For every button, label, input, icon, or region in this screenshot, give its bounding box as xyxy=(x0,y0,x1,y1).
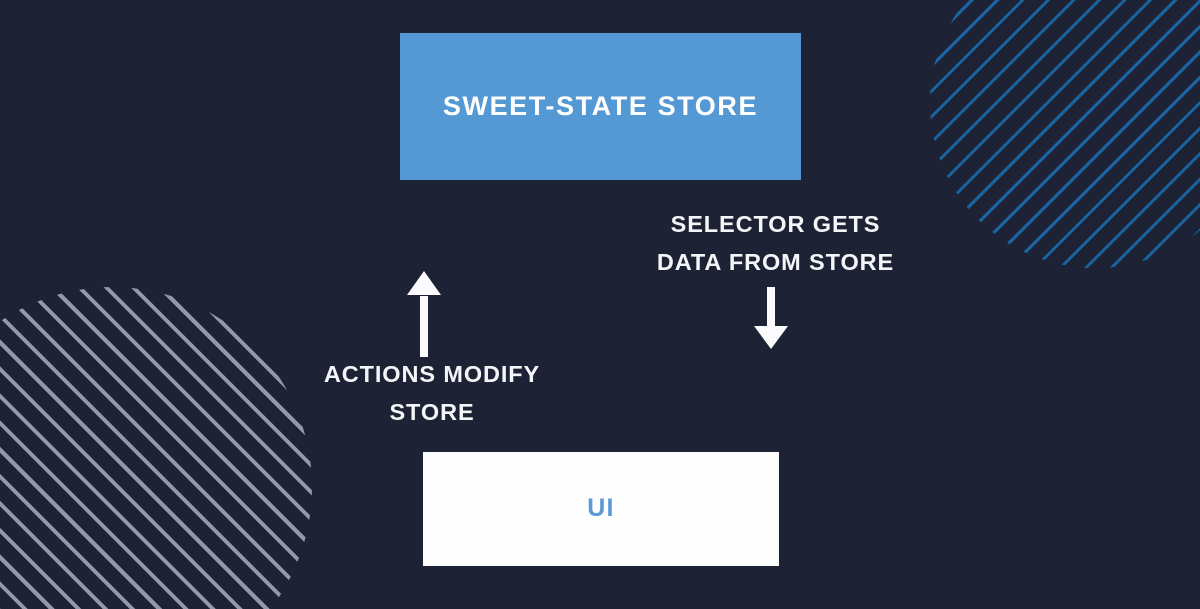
ui-node: UI xyxy=(423,452,779,566)
arrow-down-icon xyxy=(754,287,788,349)
striped-circle-decoration-top-right xyxy=(930,0,1200,268)
store-node-label: Sweet-state store xyxy=(442,91,759,121)
striped-circle-decoration-bottom-left xyxy=(0,287,312,609)
selector-edge-label: Selector gets data from store xyxy=(656,211,895,276)
store-node: Sweet-state store xyxy=(400,33,801,180)
arrow-up-icon xyxy=(407,271,441,357)
ui-node-label: UI xyxy=(587,494,615,522)
actions-edge-label: Actions modify store xyxy=(323,361,541,426)
